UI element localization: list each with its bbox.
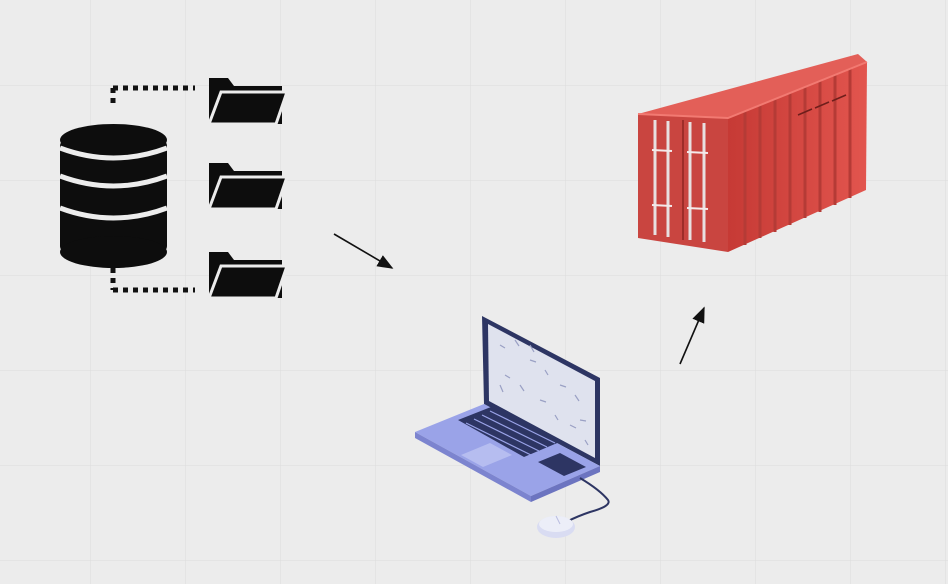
mouse-cable [565,477,610,523]
arrow-laptop-to-container [679,306,705,365]
dotted-connector-top [110,85,195,104]
database-icon [59,124,168,268]
folder-icon [206,78,290,126]
laptop-icon [415,316,600,502]
folder-icon [206,163,290,211]
shipping-container-icon [637,54,868,252]
folder-icon [206,252,290,300]
arrow-database-to-laptop [333,233,394,269]
mouse-icon [537,515,575,538]
dotted-connector-bottom [110,268,195,293]
